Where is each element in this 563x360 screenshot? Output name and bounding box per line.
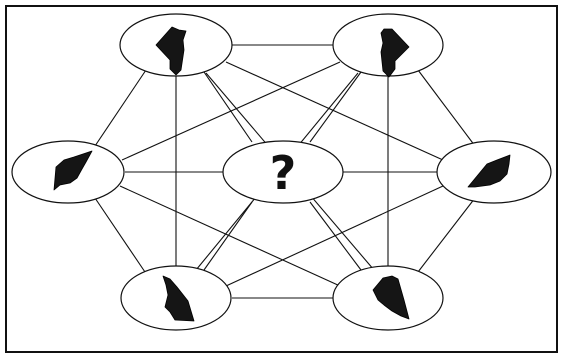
edge-mr-br — [418, 198, 475, 272]
node-bottom-right — [333, 266, 443, 330]
node-top-right — [333, 14, 443, 77]
edge-tl-ml — [95, 70, 146, 146]
edge-center-br — [310, 202, 361, 270]
node-mid-left — [12, 141, 124, 203]
node-bottom-left — [121, 266, 231, 330]
node-mid-right — [437, 141, 551, 203]
node-center: ? — [223, 141, 343, 203]
edge-center-bl — [204, 202, 252, 270]
edge-tl-center — [204, 72, 252, 142]
edge-ml-bl — [95, 198, 145, 272]
edge-tr-mr — [418, 70, 475, 146]
edge-tr-center — [310, 72, 361, 142]
node-top-left — [120, 14, 232, 76]
question-mark: ? — [270, 146, 297, 200]
